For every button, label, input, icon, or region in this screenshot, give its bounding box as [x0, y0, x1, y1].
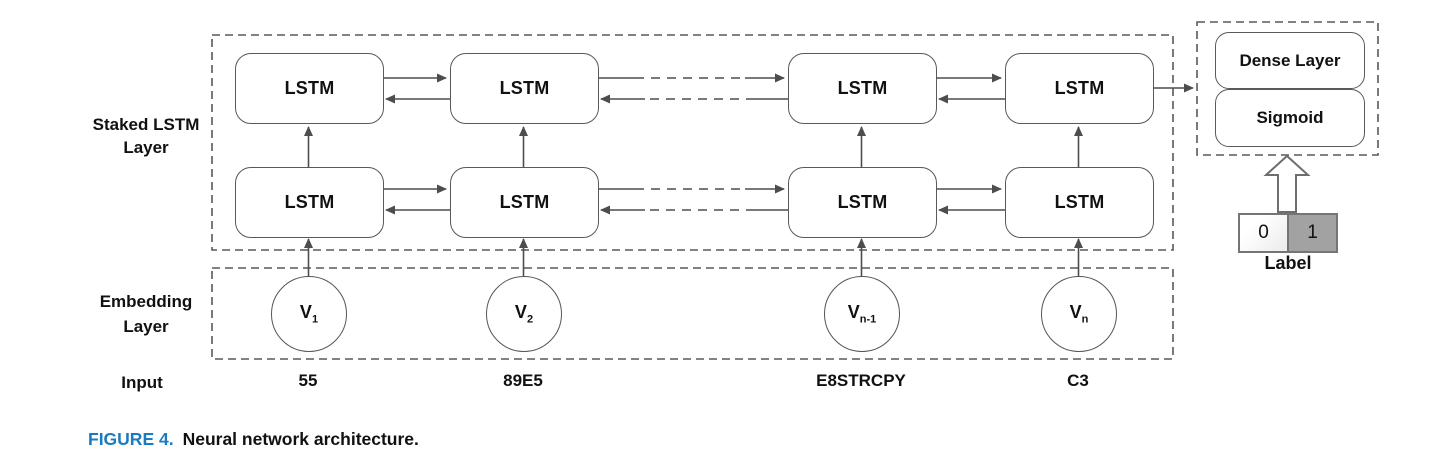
lstm-box-r2c4: LSTM: [1005, 167, 1154, 238]
label-cells: 0 1: [1238, 213, 1338, 253]
vertical-arrows: [304, 126, 1083, 276]
lstm-box-r2c1: LSTM: [235, 167, 384, 238]
stacked-lstm-container: [211, 34, 1174, 251]
label-up-arrow: [1263, 154, 1311, 213]
label-caption: Label: [1264, 253, 1312, 273]
lstm-box-r2c2: LSTM: [450, 167, 599, 238]
embedding-node-v2: V2: [486, 276, 562, 352]
embedding-node-v1: V1: [271, 276, 347, 352]
input-value-3: E8STRCPY: [816, 371, 906, 390]
dense-layer-box: Dense Layer: [1215, 32, 1365, 89]
row1-horizontal-arrows: [382, 73, 1194, 104]
lstm-box-r1c4: LSTM: [1005, 53, 1154, 124]
embedding-node-vn1: Vn-1: [824, 276, 900, 352]
lstm-box-r1c2: LSTM: [450, 53, 599, 124]
output-container: [1196, 21, 1379, 156]
embedding-node-vn: Vn: [1041, 276, 1117, 352]
figure-caption-text: Neural network architecture.: [182, 429, 419, 449]
figure-number: FIGURE 4.: [88, 429, 174, 449]
lstm-box-r2c3: LSTM: [788, 167, 937, 238]
input-value-4: C3: [1067, 371, 1089, 390]
embedding-node-vn-label: Vn: [1069, 302, 1089, 326]
input-label: Input: [121, 373, 163, 392]
input-value-2: 89E5: [503, 371, 543, 390]
embedding-container: [211, 267, 1174, 360]
label-cell-0: 0: [1240, 215, 1289, 251]
embedding-layer-label-line2: Layer: [123, 317, 169, 336]
embedding-node-vn1-label: Vn-1: [847, 302, 877, 326]
row2-horizontal-arrows: [382, 184, 1005, 215]
lstm-box-r1c1: LSTM: [235, 53, 384, 124]
lstm-box-r1c3: LSTM: [788, 53, 937, 124]
stacked-lstm-layer-label-line2: Layer: [123, 138, 169, 157]
embedding-layer-label-line1: Embedding: [99, 292, 193, 311]
sigmoid-box: Sigmoid: [1215, 89, 1365, 147]
embedding-node-v1-label: V1: [299, 302, 319, 326]
embedding-layer-label: Embedding Layer: [66, 289, 226, 339]
label-cell-1: 1: [1289, 215, 1336, 251]
embedding-node-v2-label: V2: [514, 302, 534, 326]
stacked-lstm-layer-label-line1: Staked LSTM: [92, 115, 200, 134]
stacked-lstm-layer-label: Staked LSTM Layer: [66, 113, 226, 159]
figure-caption: FIGURE 4. Neural network architecture.: [88, 429, 419, 450]
input-value-1: 55: [298, 371, 318, 390]
